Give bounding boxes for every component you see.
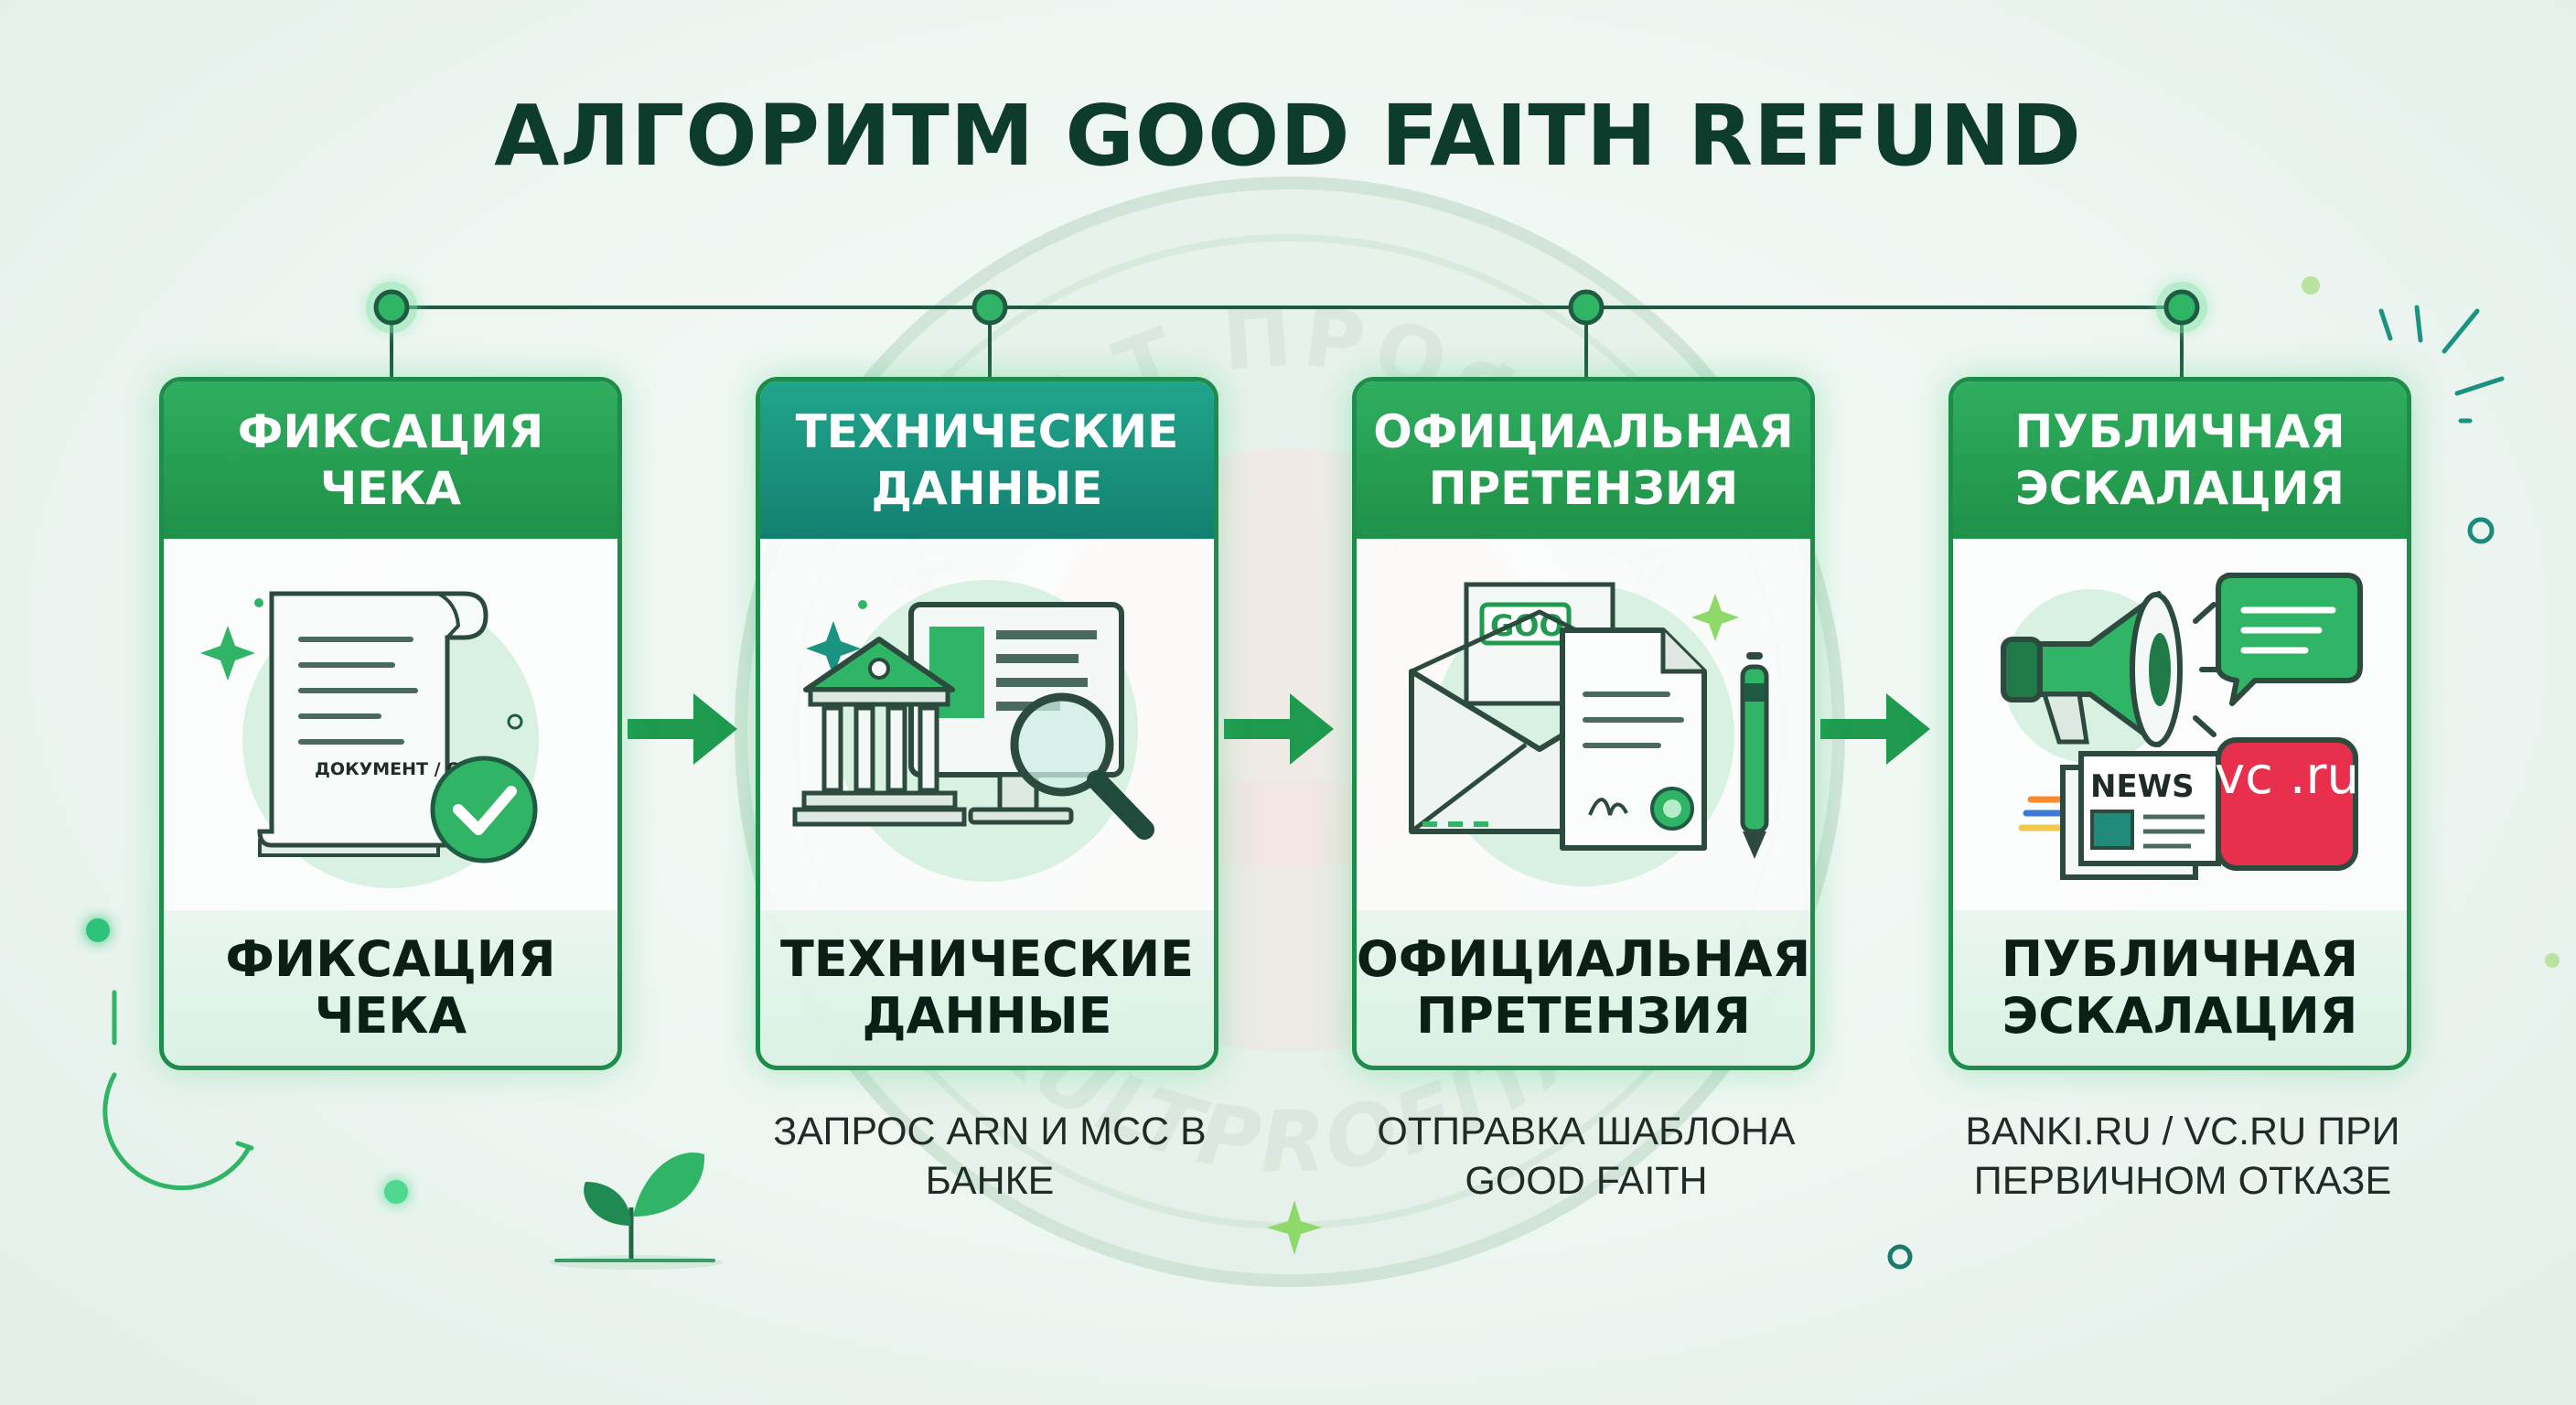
vc-ru-logo-icon: vc .ru <box>2215 737 2359 871</box>
news-icons: NEWS vc .ru <box>2018 737 2359 880</box>
step-card-3: ОФИЦИАЛЬНАЯ ПРЕТЕНЗИЯ GOO <box>1352 377 1815 1070</box>
step-3-illustration: GOO <box>1409 582 1769 886</box>
arrow-3-icon <box>1820 693 1930 765</box>
arrow-1-icon <box>628 693 737 765</box>
decor-dots <box>86 276 2560 1270</box>
step-card-2: ТЕХНИЧЕСКИЕ ДАННЫЕ <box>756 377 1218 1070</box>
chat-bubble-icon <box>2216 573 2363 706</box>
newspaper-icon: NEWS <box>2060 751 2221 880</box>
step-4-footer: ПУБЛИЧНАЯ ЭСКАЛАЦИЯ <box>1953 910 2407 1066</box>
timeline-node-2 <box>971 289 1008 326</box>
step-2-footer: ТЕХНИЧЕСКИЕ ДАННЫЕ <box>760 910 1214 1066</box>
magnifier-icon <box>1010 692 1154 840</box>
step-4-header: ПУБЛИЧНАЯ ЭСКАЛАЦИЯ <box>1953 381 2407 539</box>
timeline-node-3 <box>1568 289 1605 326</box>
timeline-node-1 <box>366 282 417 333</box>
step-card-4: ПУБЛИЧНАЯ ЭСКАЛАЦИЯ <box>1948 377 2411 1070</box>
step-1-footer: ФИКСАЦИЯ ЧЕКА <box>164 910 617 1066</box>
step-card-1: ФИКСАЦИЯ ЧЕКА ДОКУМЕНТ / ОФД ФИК <box>159 377 622 1070</box>
step-1-illustration: ДОКУМЕНТ / ОФД <box>200 591 539 888</box>
receipt-icon: ДОКУМЕНТ / ОФД <box>257 591 494 857</box>
good-faith-stamp-label: GOO <box>1490 608 1564 643</box>
step-1-header: ФИКСАЦИЯ ЧЕКА <box>164 381 617 539</box>
step-2-caption: ЗАПРОС ARN И MCC В БАНКЕ <box>773 1110 1207 1203</box>
step-2-header: ТЕХНИЧЕСКИЕ ДАННЫЕ <box>760 381 1214 539</box>
step-4-illustration: NEWS vc .ru <box>2001 573 2363 880</box>
checkmark-icon <box>430 756 538 863</box>
vc-ru-label: vc .ru <box>2215 746 2359 806</box>
sprout-icon <box>549 1152 723 1270</box>
arrow-2-icon <box>1224 693 1334 765</box>
page-title: АЛГОРИТМ GOOD FAITH REFUND <box>494 87 2082 185</box>
step-2-illustration <box>792 580 1154 882</box>
step-4-caption: BANKI.RU / VC.RU ПРИ ПЕРВИЧНОМ ОТКАЗЕ <box>1965 1110 2400 1203</box>
timeline <box>366 282 2207 377</box>
step-3-header: ОФИЦИАЛЬНАЯ ПРЕТЕНЗИЯ <box>1357 381 1810 539</box>
document-icon <box>1560 627 1707 851</box>
step-3-caption: ОТПРАВКА ШАБЛОНА GOOD FAITH <box>1377 1110 1796 1203</box>
pen-icon <box>1740 652 1769 859</box>
step-3-footer: ОФИЦИАЛЬНАЯ ПРЕТЕНЗИЯ <box>1357 910 1810 1066</box>
timeline-node-4 <box>2156 282 2207 333</box>
bank-icon <box>792 637 967 827</box>
news-label: NEWS <box>2090 768 2195 805</box>
megaphone-icon <box>2001 591 2228 747</box>
